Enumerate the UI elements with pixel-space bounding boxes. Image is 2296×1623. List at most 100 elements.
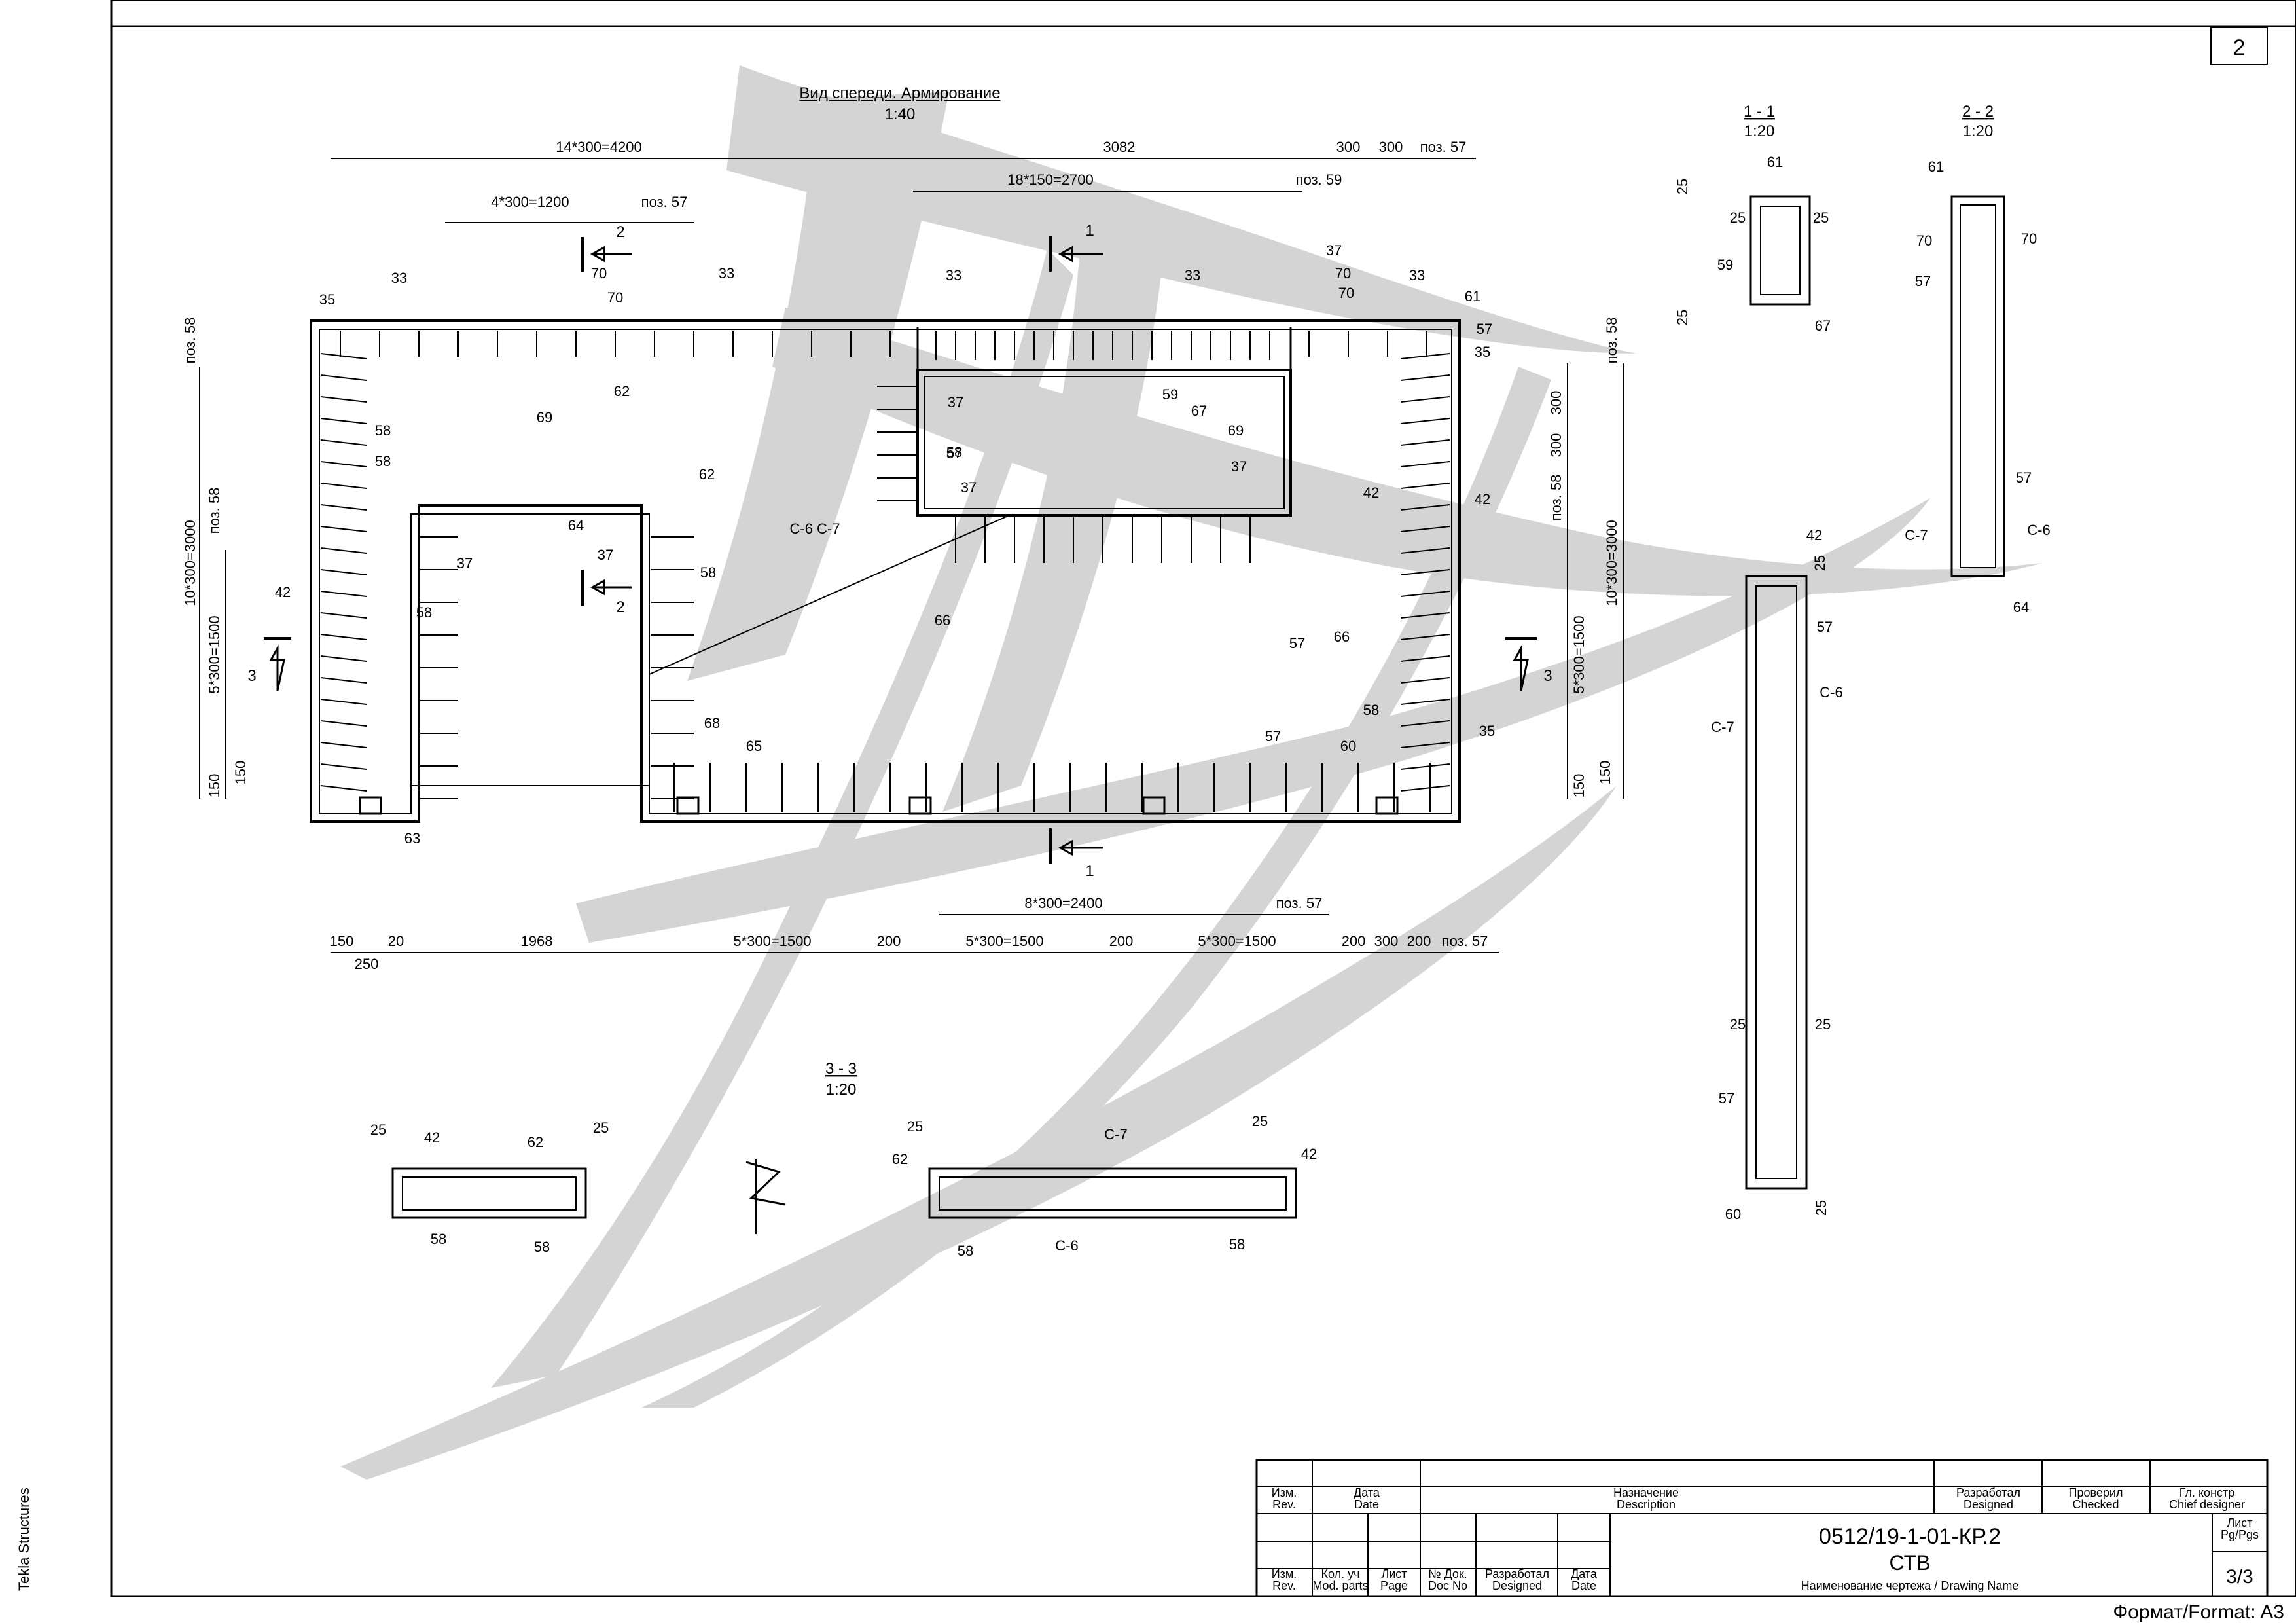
title-block-text: Дата xyxy=(1354,1486,1380,1499)
position-label: 62 xyxy=(614,383,630,399)
dimension-text: 5*300=1500 xyxy=(1571,615,1587,693)
position-label: 42 xyxy=(275,584,291,600)
title-block-text: Designed xyxy=(1964,1498,2013,1511)
section-label: С-6 xyxy=(2027,522,2050,538)
drawing-title: СТВ xyxy=(1890,1551,1931,1575)
position-label: 69 xyxy=(537,409,552,426)
dimension-text: 150 xyxy=(1571,774,1587,798)
dimension-text: 250 xyxy=(355,956,379,972)
section-mark: 3 xyxy=(1543,667,1552,685)
rebar-tick xyxy=(320,483,367,489)
rebar-tick xyxy=(1400,699,1450,705)
position-label: 57 xyxy=(1477,321,1492,337)
section-label: 25 xyxy=(1252,1113,1268,1129)
section-2-2: 2 - 2 1:20 xyxy=(1950,103,2005,577)
section-mark: 3 xyxy=(247,667,256,685)
position-label: 37 xyxy=(1231,458,1247,475)
rebar-tick xyxy=(1400,720,1450,727)
rebar-tick xyxy=(1400,396,1450,403)
title-block-text: Назначение xyxy=(1613,1486,1679,1499)
title-block-text: Mod. parts xyxy=(1312,1579,1368,1592)
section-label: 60 xyxy=(1725,1206,1741,1222)
rebar-tick xyxy=(1400,526,1450,532)
rebar-tick xyxy=(1400,483,1450,489)
section-label: С-6 xyxy=(1055,1237,1078,1254)
dimension-text: 300 xyxy=(1548,433,1564,458)
dimension-text: 14*300=4200 xyxy=(556,139,642,155)
dimension-text: 200 xyxy=(1109,933,1134,949)
section-label: 58 xyxy=(534,1239,550,1255)
position-label: 66 xyxy=(935,612,950,629)
position-label: 70 xyxy=(1338,285,1354,301)
section-mark: 1 xyxy=(1085,862,1094,880)
front-view-title: Вид спереди. Армирование xyxy=(799,84,1000,102)
section-label: 25 xyxy=(1812,555,1828,571)
dimension-text: 4*300=1200 xyxy=(491,194,569,210)
front-view-scale: 1:40 xyxy=(885,105,916,123)
svg-text:1 - 1: 1 - 1 xyxy=(1744,103,1775,120)
rebar-tick xyxy=(320,353,367,359)
svg-text:2 - 2: 2 - 2 xyxy=(1962,103,1994,120)
rebar-tick xyxy=(1400,374,1450,381)
rebar-tick xyxy=(320,418,367,424)
position-label: 58 xyxy=(416,604,432,621)
dimension-text: 300 xyxy=(1548,391,1564,415)
rebar-tick xyxy=(320,461,367,467)
rebar-tick xyxy=(320,742,367,748)
position-label: 69 xyxy=(1228,422,1244,439)
section-label: 25 xyxy=(1674,179,1691,194)
position-label: 58 xyxy=(1363,702,1379,718)
dimension-text: 200 xyxy=(1342,933,1366,949)
rebar-tick xyxy=(1400,547,1450,554)
rebar-tick xyxy=(1400,591,1450,597)
section-label: 59 xyxy=(1717,257,1733,273)
position-label: 66 xyxy=(1334,629,1350,645)
rebar-tick xyxy=(320,396,367,403)
rebar-tick xyxy=(320,374,367,381)
position-label: 33 xyxy=(391,270,407,286)
position-label: 35 xyxy=(319,291,335,308)
dimension-text: поз. 59 xyxy=(1296,172,1342,188)
position-label: 70 xyxy=(1335,265,1351,282)
section-1-1: 1 - 1 1:20 xyxy=(1744,103,1811,306)
position-label: 58 xyxy=(375,422,391,439)
position-label: 64 xyxy=(568,517,584,534)
title-block-text: Chief designer xyxy=(2169,1498,2245,1511)
section-label: 58 xyxy=(958,1243,973,1259)
dimension-text: 3082 xyxy=(1103,139,1136,155)
section-label: С-7 xyxy=(1905,527,1928,543)
title-block-text: Дата xyxy=(1571,1567,1598,1580)
dimension-text: 150 xyxy=(206,774,223,798)
section-label: 42 xyxy=(1301,1146,1317,1162)
dimension-text: поз. 57 xyxy=(641,194,688,210)
rebar-tick xyxy=(320,591,367,597)
rebar-tick xyxy=(1400,461,1450,467)
title-block-text: Checked xyxy=(2072,1498,2119,1511)
section-3-3: 3 - 3 1:20 xyxy=(391,1060,1297,1234)
position-label: 70 xyxy=(591,265,607,282)
rebar-tick xyxy=(320,612,367,619)
section-label: 25 xyxy=(1815,1016,1831,1032)
svg-text:3 - 3: 3 - 3 xyxy=(825,1060,857,1078)
position-label: 37 xyxy=(1326,242,1342,259)
rebar-tick xyxy=(320,720,367,727)
dimension-text: 300 xyxy=(1379,139,1403,155)
side-label: Tekla Structures xyxy=(16,1487,32,1591)
dimension-text: 5*300=1500 xyxy=(733,933,811,949)
title-block-text: Rev. xyxy=(1272,1498,1296,1511)
rebar-tick xyxy=(1400,763,1450,770)
section-label: 57 xyxy=(1719,1090,1734,1106)
section-label: 62 xyxy=(528,1134,543,1150)
dimension-text: поз. 58 xyxy=(206,488,223,534)
sheet-frame: 2 Tekla Structures Формат/Format: A3 xyxy=(16,0,2296,1623)
section-label: 57 xyxy=(2016,469,2032,486)
position-label: 33 xyxy=(719,265,734,282)
title-block-text: Doc No xyxy=(1428,1579,1467,1592)
svg-text:1:20: 1:20 xyxy=(1963,122,1994,140)
rebar-tick xyxy=(1400,785,1450,792)
section-label: 42 xyxy=(1806,527,1822,543)
format-label: Формат/Format: A3 xyxy=(2113,1601,2284,1623)
title-block-text: Pg/Pgs xyxy=(2221,1528,2259,1541)
